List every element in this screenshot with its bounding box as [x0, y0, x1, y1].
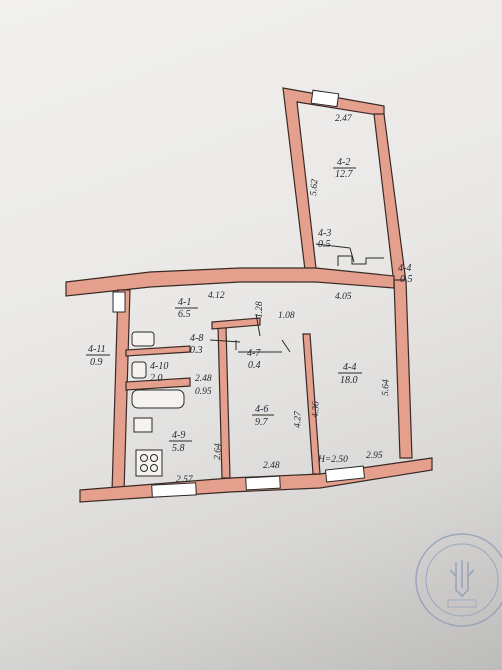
room-area-4-10: 2.0: [150, 373, 163, 384]
window-living: [324, 465, 366, 483]
stairs-icon: [337, 255, 384, 266]
room-area-4-4-small: 0.5: [400, 274, 413, 285]
washbasin-icon: [131, 331, 155, 347]
room-area-4-6: 9.7: [255, 417, 269, 428]
room-id-4-2: 4-2: [337, 157, 350, 168]
dim-bath-width: 2.48: [195, 374, 212, 384]
room-id-4-6: 4-6: [255, 404, 268, 415]
dim-hall-width: 4.12: [208, 291, 225, 301]
room-area-4-9: 5.8: [172, 443, 185, 454]
room-area-4-1: 6.5: [178, 309, 191, 320]
room-area-4-8: 0.3: [190, 345, 203, 356]
room-id-4-7: 4-7: [247, 348, 261, 359]
dim-balcony-width: 2.47: [335, 114, 353, 124]
dim-ceiling-height: H=2.50: [317, 455, 348, 465]
dim-hall-long: 1.08: [278, 311, 295, 321]
fixtures: [131, 243, 384, 477]
dim-balcony-length: 5.62: [309, 179, 320, 197]
wall-top-balcony: [282, 87, 385, 271]
wall-right-main: [393, 279, 413, 459]
window-kitchen: [151, 482, 197, 498]
leader-4-3: [315, 243, 351, 249]
room-id-4-11: 4-11: [88, 344, 106, 355]
dim-bedroom-length: 4.27: [293, 410, 304, 428]
dim-hall-short: 1.28: [255, 301, 265, 318]
room-id-4-8: 4-8: [190, 333, 203, 344]
dim-bath-area: 0.95: [195, 387, 212, 397]
trident-stamp-icon: [415, 533, 502, 627]
dim-bedroom-width: 2.48: [263, 461, 280, 471]
dim-corridor-length: 4.36: [311, 401, 322, 418]
room-area-4-7: 0.4: [248, 360, 261, 371]
dim-living-bottom: 2.95: [366, 451, 383, 461]
dim-kitchen-width: 2.57: [176, 475, 194, 485]
dim-living-width: 4.05: [335, 292, 352, 302]
toilet-icon: [131, 361, 147, 379]
room-labels: 4-1 6.5 4-2 12.7 4-3 0.5 4-4 18.0 4-4 0.…: [86, 157, 413, 454]
room-area-4-11: 0.9: [90, 357, 103, 368]
wall-wc-top: [125, 345, 191, 357]
wall-hall-bottom: [211, 317, 261, 330]
dim-living-length: 5.64: [381, 379, 392, 396]
dimension-labels: 2.47 5.62 4.12 1.28 1.08 4.05 5.64 2.48 …: [176, 114, 392, 485]
room-area-4-3: 0.5: [318, 239, 331, 250]
window-bedroom: [245, 475, 281, 491]
room-id-4-1: 4-1: [178, 297, 191, 308]
wall-bedroom-right: [302, 333, 321, 475]
room-id-4-10: 4-10: [150, 361, 168, 372]
leader-4-8: [209, 339, 241, 343]
room-id-4-4: 4-4: [343, 362, 356, 373]
room-id-4-3: 4-3: [318, 228, 331, 239]
window-balcony: [310, 89, 340, 108]
room-id-4-4-small: 4-4: [398, 263, 411, 274]
wall-wc-bottom: [125, 377, 191, 391]
wall-left-main: [111, 289, 131, 493]
room-area-4-4: 18.0: [340, 375, 358, 386]
window-hall: [112, 291, 126, 313]
room-area-4-2: 12.7: [335, 169, 354, 180]
bathtub-icon: [131, 389, 185, 409]
dim-kitchen-length: 2.64: [213, 443, 224, 460]
windows: [112, 89, 366, 498]
stove-icon: [135, 449, 163, 477]
sink-icon: [133, 417, 153, 433]
room-id-4-9: 4-9: [172, 430, 185, 441]
